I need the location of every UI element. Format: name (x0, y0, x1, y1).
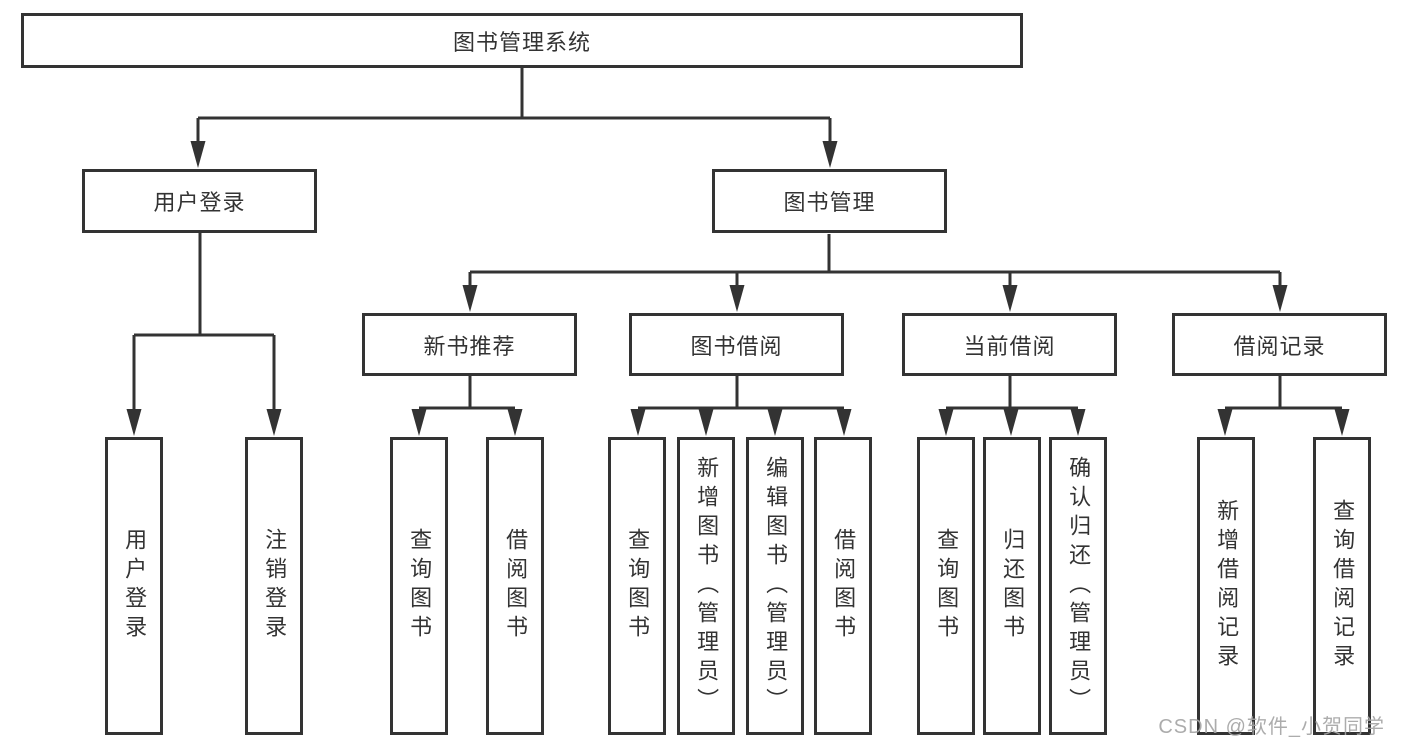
arrow-down-icon (1070, 409, 1086, 436)
arrow-down-icon (462, 285, 478, 312)
node-label: 图书管理系统 (452, 29, 591, 55)
node-return-books: 归还图书 (983, 437, 1041, 735)
node-label: 查询图书 (934, 528, 960, 644)
node-user-login: 用户登录 (82, 169, 317, 233)
node-label: 新增图书（管理员） (694, 455, 720, 717)
node-user-login-leaf: 用户登录 (105, 437, 163, 735)
node-label: 新书推荐 (423, 333, 516, 359)
arrow-down-icon (938, 409, 954, 436)
node-label: 借阅图书 (831, 528, 857, 644)
node-book-management: 图书管理 (712, 169, 947, 233)
arrow-down-icon (1334, 409, 1350, 436)
node-add-borrow-record: 新增借阅记录 (1197, 437, 1255, 735)
node-label: 借阅图书 (503, 528, 529, 644)
node-label: 用户登录 (153, 190, 246, 215)
node-current-borrow: 当前借阅 (902, 313, 1117, 376)
node-label: 编辑图书（管理员） (763, 455, 789, 717)
node-new-book-recommend: 新书推荐 (362, 313, 577, 376)
arrow-down-icon (1003, 409, 1019, 436)
node-label: 用户登录 (122, 528, 148, 644)
node-borrow-records: 借阅记录 (1172, 313, 1387, 376)
node-query-books-current: 查询图书 (917, 437, 975, 735)
watermark: CSDN @软件_小贺同学 (1158, 716, 1385, 738)
node-label: 确认归还（管理员） (1066, 455, 1092, 717)
arrow-down-icon (1217, 409, 1233, 436)
node-label: 新增借阅记录 (1214, 499, 1240, 673)
arrow-down-icon (411, 409, 427, 436)
node-label: 归还图书 (1000, 528, 1026, 644)
node-edit-book-admin: 编辑图书（管理员） (746, 437, 804, 735)
arrow-down-icon (266, 409, 282, 436)
node-label: 图书借阅 (690, 333, 783, 359)
node-label: 查询借阅记录 (1330, 499, 1356, 673)
node-borrow-books-recommend: 借阅图书 (486, 437, 544, 735)
node-query-borrow-record: 查询借阅记录 (1313, 437, 1371, 735)
node-confirm-return-admin: 确认归还（管理员） (1049, 437, 1107, 735)
node-add-book-admin: 新增图书（管理员） (677, 437, 735, 735)
arrow-down-icon (767, 409, 783, 436)
arrow-down-icon (822, 141, 838, 168)
arrow-down-icon (507, 409, 523, 436)
arrow-down-icon (836, 409, 852, 436)
node-book-borrow: 图书借阅 (629, 313, 844, 376)
node-label: 查询图书 (407, 528, 433, 644)
node-borrow-books-leaf: 借阅图书 (814, 437, 872, 735)
node-label: 图书管理 (783, 190, 876, 215)
arrow-down-icon (126, 409, 142, 436)
node-root: 图书管理系统 (21, 13, 1023, 68)
arrow-down-icon (630, 409, 646, 436)
arrow-down-icon (1272, 285, 1288, 312)
arrow-down-icon (1002, 285, 1018, 312)
node-query-books-borrow: 查询图书 (608, 437, 666, 735)
node-label: 借阅记录 (1233, 333, 1326, 359)
node-label: 当前借阅 (963, 333, 1056, 359)
arrow-down-icon (729, 285, 745, 312)
node-query-books-recommend: 查询图书 (390, 437, 448, 735)
node-label: 注销登录 (262, 528, 288, 644)
node-label: 查询图书 (625, 528, 651, 644)
node-logout: 注销登录 (245, 437, 303, 735)
arrow-down-icon (190, 141, 206, 168)
arrow-down-icon (698, 409, 714, 436)
